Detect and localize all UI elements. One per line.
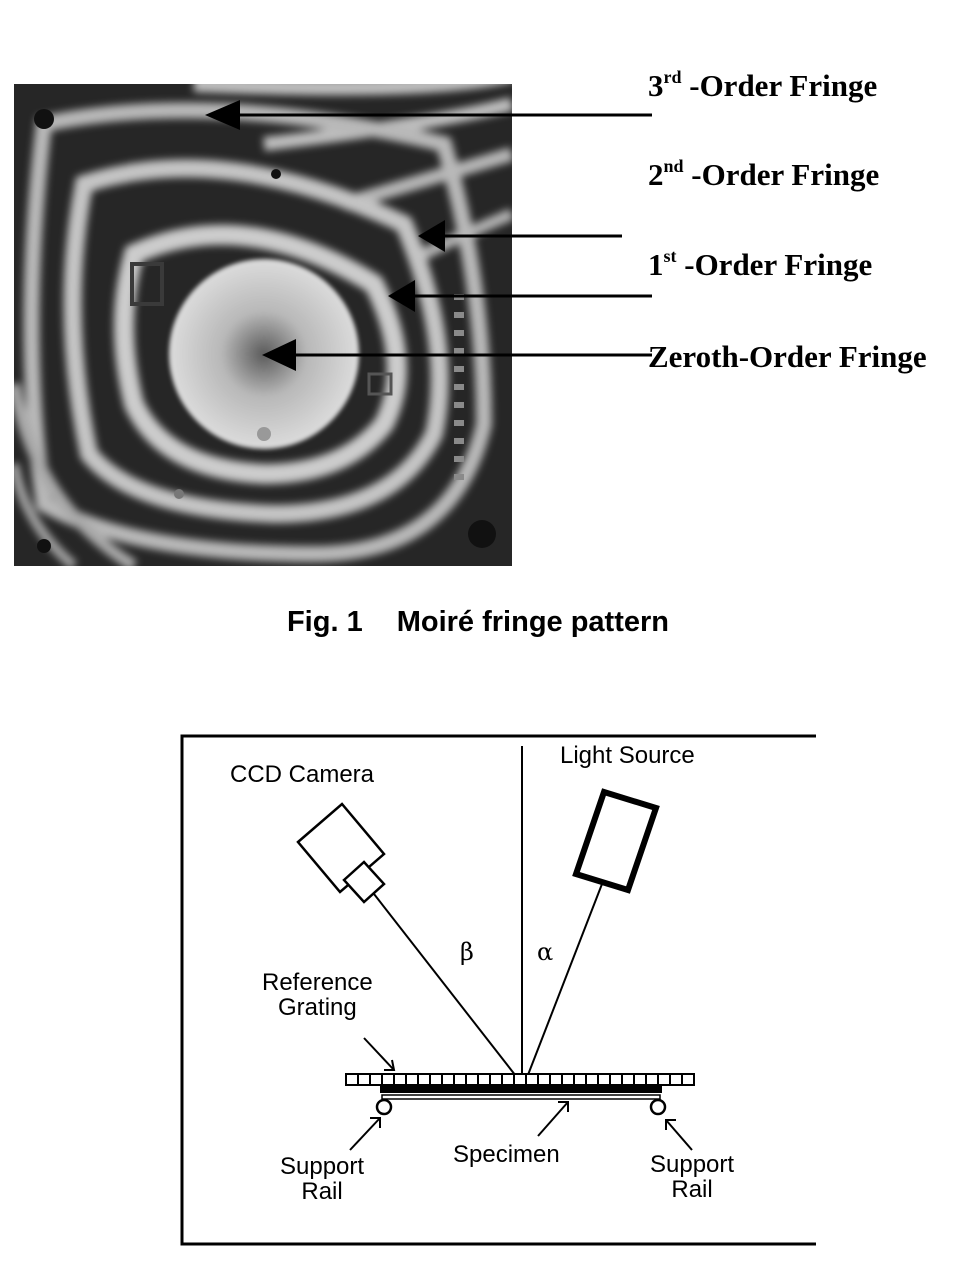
reference-grating-label-line1: Reference: [262, 969, 373, 996]
second-order-fringe-label: 2nd -Order Fringe: [648, 156, 880, 192]
fringe-leader-lines: [205, 100, 652, 371]
beta-angle-label: β: [460, 938, 474, 966]
reference-grating-label: Reference Grating: [262, 969, 373, 1022]
first-order-fringe-label: 1st -Order Fringe: [648, 246, 873, 282]
support-rail-left-label-line1: Support: [280, 1153, 365, 1180]
specimen-arrow: [537, 1101, 569, 1137]
diagram-frame: [180, 734, 816, 1246]
third-order-fringe-label: 3rd -Order Fringe: [648, 67, 878, 103]
figure-1-number: Fig. 1: [286, 606, 363, 638]
figure-1: 3rd -Order Fringe 2nd -Order Fringe 1st …: [0, 0, 956, 580]
specimen-label: Specimen: [453, 1141, 560, 1168]
camera-ray: [373, 893, 520, 1081]
light-ray: [525, 883, 603, 1081]
support-rail-left-circle: [375, 1098, 393, 1116]
figure-1-caption: Fig. 1 Moiré fringe pattern: [0, 606, 956, 639]
support-rail-left-label-line2: Rail: [301, 1178, 343, 1206]
support-rail-right-label: Support Rail: [650, 1151, 735, 1204]
support-rail-right-label-line1: Support: [650, 1151, 735, 1178]
specimen-plate: [380, 1086, 662, 1093]
zeroth-order-arrowhead: [262, 339, 296, 371]
reference-grating-arrow: [363, 1037, 395, 1071]
support-rail-right-label-line2: Rail: [671, 1176, 713, 1204]
support-rail-right-arrow: [665, 1119, 693, 1151]
setup-diagram-graphics: [180, 734, 816, 1246]
zeroth-order-fringe-label: Zeroth-Order Fringe: [648, 339, 927, 374]
alpha-angle-label: α: [537, 938, 554, 966]
support-rail-left-label: Support Rail: [280, 1153, 365, 1206]
figure-1-title: Moiré fringe pattern: [396, 606, 670, 638]
third-order-arrowhead: [205, 100, 240, 130]
ccd-camera-icon: [296, 802, 386, 904]
reference-grating: [345, 1073, 695, 1086]
reference-grating-label-line2: Grating: [278, 994, 357, 1022]
light-source-label: Light Source: [560, 742, 695, 769]
ccd-camera-label: CCD Camera: [230, 761, 375, 788]
first-order-arrowhead: [388, 280, 415, 312]
moire-fringe-photo: [14, 84, 512, 566]
figure-2-setup-diagram: CCD Camera Light Source β α Reference Gr…: [0, 720, 956, 1270]
second-order-arrowhead: [418, 220, 445, 252]
support-rail-left-arrow: [349, 1117, 381, 1151]
support-rail-right-circle: [649, 1098, 667, 1116]
light-source-icon: [572, 788, 660, 894]
